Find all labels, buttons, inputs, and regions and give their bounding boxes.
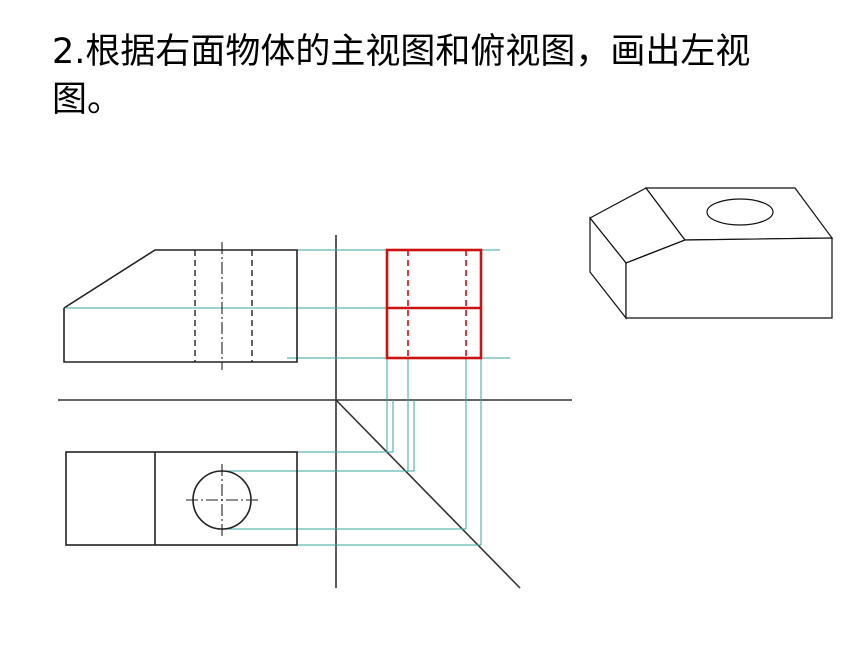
isometric-view — [589, 187, 834, 320]
miter-line — [335, 399, 521, 589]
question-text: 2.根据右面物体的主视图和俯视图，画出左视图。 — [52, 32, 751, 120]
top-view-outline — [65, 451, 298, 546]
front-view-outline — [63, 249, 298, 363]
projection-lines — [66, 249, 510, 546]
iso-front-ridge — [625, 239, 686, 264]
projection-axes — [58, 235, 572, 589]
iso-hole — [706, 198, 774, 226]
left-view-answer — [385, 248, 483, 360]
front-view — [63, 242, 298, 370]
left-view-outline — [385, 248, 483, 360]
top-view — [65, 451, 298, 546]
